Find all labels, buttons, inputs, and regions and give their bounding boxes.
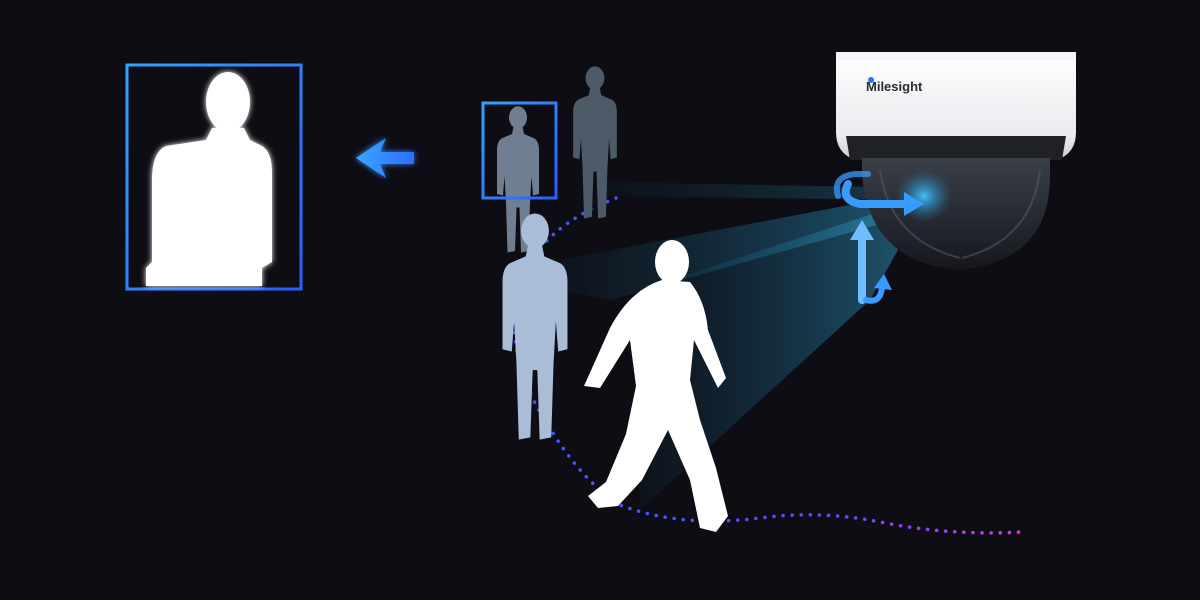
brand-logo: Milesight bbox=[866, 77, 923, 94]
camera-beam-upper bbox=[560, 190, 930, 300]
person-walking bbox=[584, 240, 728, 532]
arrow-left-icon bbox=[356, 138, 414, 178]
brand-name: Milesight bbox=[866, 79, 923, 94]
camera-housing bbox=[836, 52, 1076, 160]
rotate-horizontal-icon bbox=[833, 171, 924, 216]
camera-ring bbox=[846, 136, 1066, 160]
camera-beam-lower bbox=[640, 196, 928, 510]
ptz-camera: Milesight bbox=[836, 52, 1076, 270]
detection-frame-large bbox=[125, 63, 303, 291]
detection-zoom-panel bbox=[125, 63, 303, 291]
person-zoomed bbox=[146, 72, 272, 286]
detection-frame-small bbox=[481, 101, 558, 200]
rotate-vertical-icon bbox=[850, 220, 892, 304]
